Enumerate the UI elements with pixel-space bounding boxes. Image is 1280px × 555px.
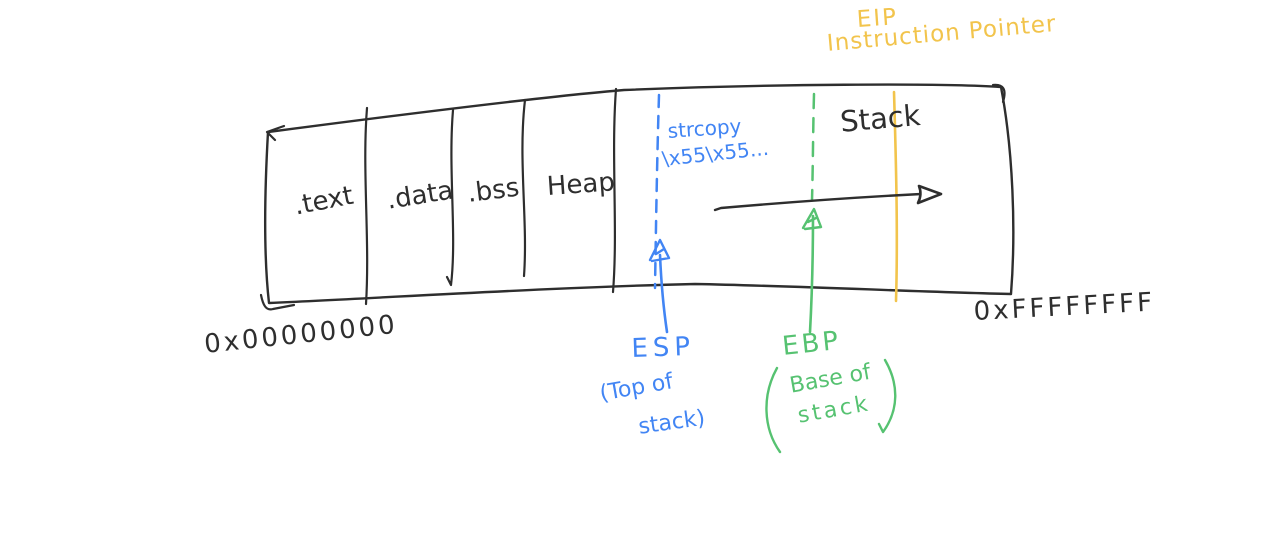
- section-label-heap: Heap: [545, 167, 616, 202]
- ebp-paren-right: [877, 358, 897, 434]
- overflow-arrow: [713, 192, 923, 212]
- section-divider-4: [611, 87, 618, 294]
- box-corner-tick-top-left: [265, 124, 286, 142]
- overflow-arrowhead: [916, 184, 943, 205]
- ebp-arrow: [808, 214, 815, 334]
- memory-box-outline: [263, 83, 1015, 305]
- box-corner-hook-bottom-left: [259, 293, 296, 311]
- section-divider-1: [364, 106, 369, 306]
- ebp-label: EBP: [780, 325, 843, 362]
- section-divider-2: [445, 108, 455, 287]
- section-divider-3: [521, 98, 527, 278]
- overflow-function-label: strcopy: [666, 113, 743, 143]
- esp-arrow: [658, 253, 669, 334]
- box-corner-squiggle-top-right: [991, 83, 1006, 104]
- esp-dashed-line: [653, 93, 661, 290]
- ebp-dashed-line: [810, 92, 816, 202]
- ebp-arrowhead: [801, 207, 823, 231]
- eip-line: [892, 90, 899, 303]
- ebp-paren-left: [765, 366, 782, 454]
- section-label-bss: .bss: [465, 172, 521, 209]
- esp-label: ESP: [630, 331, 696, 364]
- section-label-stack: Stack: [838, 98, 922, 139]
- esp-arrowhead: [648, 238, 671, 263]
